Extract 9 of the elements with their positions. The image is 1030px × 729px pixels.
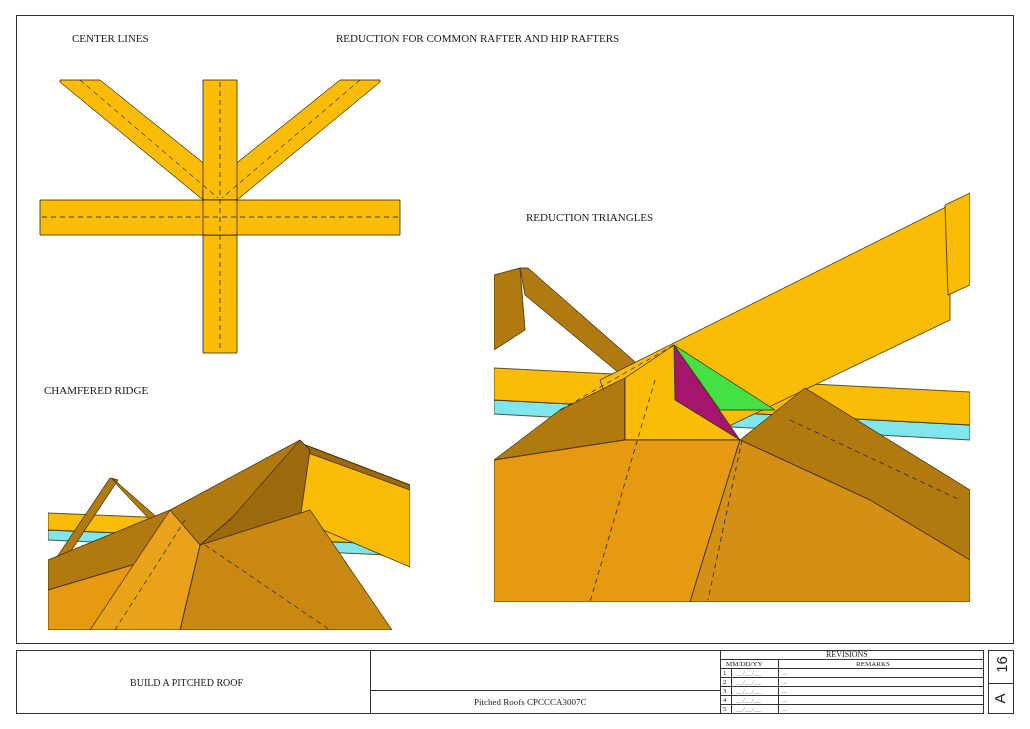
table-header: REVISIONS	[826, 651, 868, 659]
panel-heading: REDUCTION FOR COMMON RAFTER AND HIP RAFTERS	[336, 33, 620, 44]
course-code: Pitched Roofs CPCCCA3007C	[474, 698, 587, 707]
sheet-number: 16	[993, 656, 1009, 673]
revision-letter: A	[991, 693, 1007, 704]
panel-heading: REDUCTION TRIANGLES	[526, 212, 654, 223]
drawing-title: BUILD A PITCHED ROOF	[130, 678, 244, 688]
panel-heading: CHAMFERED RIDGE	[44, 385, 149, 396]
panel-heading: CENTER LINES	[72, 33, 149, 44]
